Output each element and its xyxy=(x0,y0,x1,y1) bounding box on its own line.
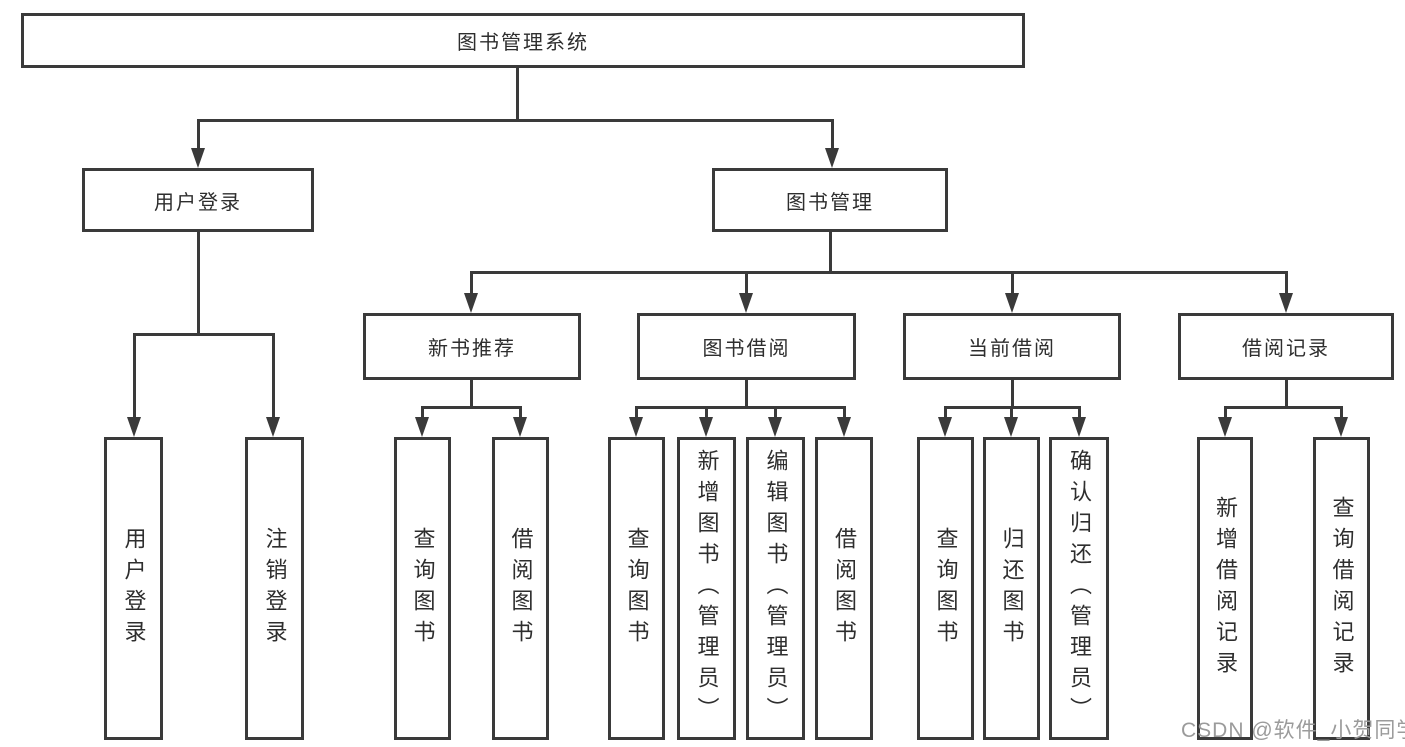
arrow-down-icon xyxy=(127,417,141,437)
connector-line xyxy=(197,232,200,335)
connector-line xyxy=(635,406,846,409)
connector-line xyxy=(421,406,522,409)
arrow-down-icon xyxy=(513,417,527,437)
arrow-down-icon xyxy=(629,417,643,437)
node-book-management: 图书管理 xyxy=(712,168,948,232)
leaf-label: 编辑图书（管理员） xyxy=(763,449,789,728)
leaf-query-books-borrowing: 查询图书 xyxy=(608,437,665,740)
connector-line xyxy=(745,380,748,409)
leaf-add-book-admin: 新增图书（管理员） xyxy=(677,437,736,740)
leaf-logout: 注销登录 xyxy=(245,437,304,740)
arrow-down-icon xyxy=(1004,417,1018,437)
connector-line xyxy=(1285,271,1288,295)
leaf-return-books: 归还图书 xyxy=(983,437,1040,740)
leaf-label: 查询图书 xyxy=(410,526,436,651)
leaf-label: 用户登录 xyxy=(121,526,147,651)
connector-line xyxy=(1224,406,1343,409)
watermark: CSDN @软件_小贺同学 xyxy=(1181,719,1405,742)
connector-line xyxy=(470,271,1287,274)
node-label: 用户登录 xyxy=(154,191,242,214)
node-borrowing-records: 借阅记录 xyxy=(1178,313,1394,380)
arrow-down-icon xyxy=(266,417,280,437)
arrow-down-icon xyxy=(699,417,713,437)
arrow-down-icon xyxy=(1072,417,1086,437)
arrow-down-icon xyxy=(1218,417,1232,437)
node-book-borrowing: 图书借阅 xyxy=(637,313,856,380)
connector-line xyxy=(774,406,777,420)
leaf-query-books-recommendation: 查询图书 xyxy=(394,437,451,740)
node-label: 当前借阅 xyxy=(968,338,1056,360)
leaf-label: 新增图书（管理员） xyxy=(694,449,720,728)
connector-line xyxy=(133,333,136,419)
node-new-book-recommendation: 新书推荐 xyxy=(363,313,581,380)
connector-line xyxy=(516,68,519,121)
arrow-down-icon xyxy=(1334,417,1348,437)
connector-line xyxy=(470,271,473,295)
leaf-query-borrow-record: 查询借阅记录 xyxy=(1313,437,1370,740)
connector-line xyxy=(829,232,832,273)
connector-line xyxy=(745,271,748,295)
leaf-borrow-books-recommendation: 借阅图书 xyxy=(492,437,549,740)
connector-line xyxy=(197,119,200,150)
connector-line xyxy=(1011,271,1014,295)
connector-line xyxy=(272,333,275,419)
node-label: 图书管理系统 xyxy=(457,32,589,54)
arrow-down-icon xyxy=(837,417,851,437)
leaf-label: 确认归还（管理员） xyxy=(1067,449,1092,728)
leaf-label: 新增借阅记录 xyxy=(1213,495,1238,682)
connector-line xyxy=(705,406,708,420)
arrow-down-icon xyxy=(739,293,753,313)
leaf-label: 借阅图书 xyxy=(508,526,534,651)
connector-line xyxy=(470,380,473,409)
node-library-management-system: 图书管理系统 xyxy=(21,13,1025,68)
connector-line xyxy=(421,406,424,420)
leaf-label: 查询图书 xyxy=(624,526,650,651)
node-current-borrowing: 当前借阅 xyxy=(903,313,1121,380)
connector-line xyxy=(1011,380,1014,409)
node-label: 图书管理 xyxy=(786,191,874,214)
connector-line xyxy=(519,406,522,420)
arrow-down-icon xyxy=(415,417,429,437)
node-user-login: 用户登录 xyxy=(82,168,314,232)
leaf-query-books-current: 查询图书 xyxy=(917,437,974,740)
leaf-label: 归还图书 xyxy=(999,526,1025,651)
arrow-down-icon xyxy=(191,148,205,168)
connector-line xyxy=(1285,380,1288,409)
arrow-down-icon xyxy=(938,417,952,437)
connector-line xyxy=(944,406,947,420)
leaf-label: 注销登录 xyxy=(262,526,288,651)
arrow-down-icon xyxy=(464,293,478,313)
connector-line xyxy=(843,406,846,420)
leaf-add-borrow-record: 新增借阅记录 xyxy=(1197,437,1253,740)
connector-line xyxy=(197,119,834,122)
arrow-down-icon xyxy=(1279,293,1293,313)
leaf-edit-book-admin: 编辑图书（管理员） xyxy=(746,437,805,740)
leaf-label: 查询图书 xyxy=(933,526,959,651)
leaf-confirm-return-admin: 确认归还（管理员） xyxy=(1049,437,1109,740)
connector-line xyxy=(831,119,834,150)
arrow-down-icon xyxy=(825,148,839,168)
node-label: 新书推荐 xyxy=(428,338,516,360)
connector-line xyxy=(1078,406,1081,420)
node-label: 图书借阅 xyxy=(702,338,791,360)
leaf-borrow-books-borrowing: 借阅图书 xyxy=(815,437,873,740)
leaf-label: 借阅图书 xyxy=(832,526,857,651)
connector-line xyxy=(1340,406,1343,420)
connector-line xyxy=(1010,406,1013,420)
connector-line xyxy=(133,333,275,336)
leaf-user-login: 用户登录 xyxy=(104,437,163,740)
connector-line xyxy=(635,406,638,420)
node-label: 借阅记录 xyxy=(1242,338,1330,360)
arrow-down-icon xyxy=(1005,293,1019,313)
leaf-label: 查询借阅记录 xyxy=(1329,495,1355,682)
arrow-down-icon xyxy=(768,417,782,437)
connector-line xyxy=(1224,406,1227,420)
